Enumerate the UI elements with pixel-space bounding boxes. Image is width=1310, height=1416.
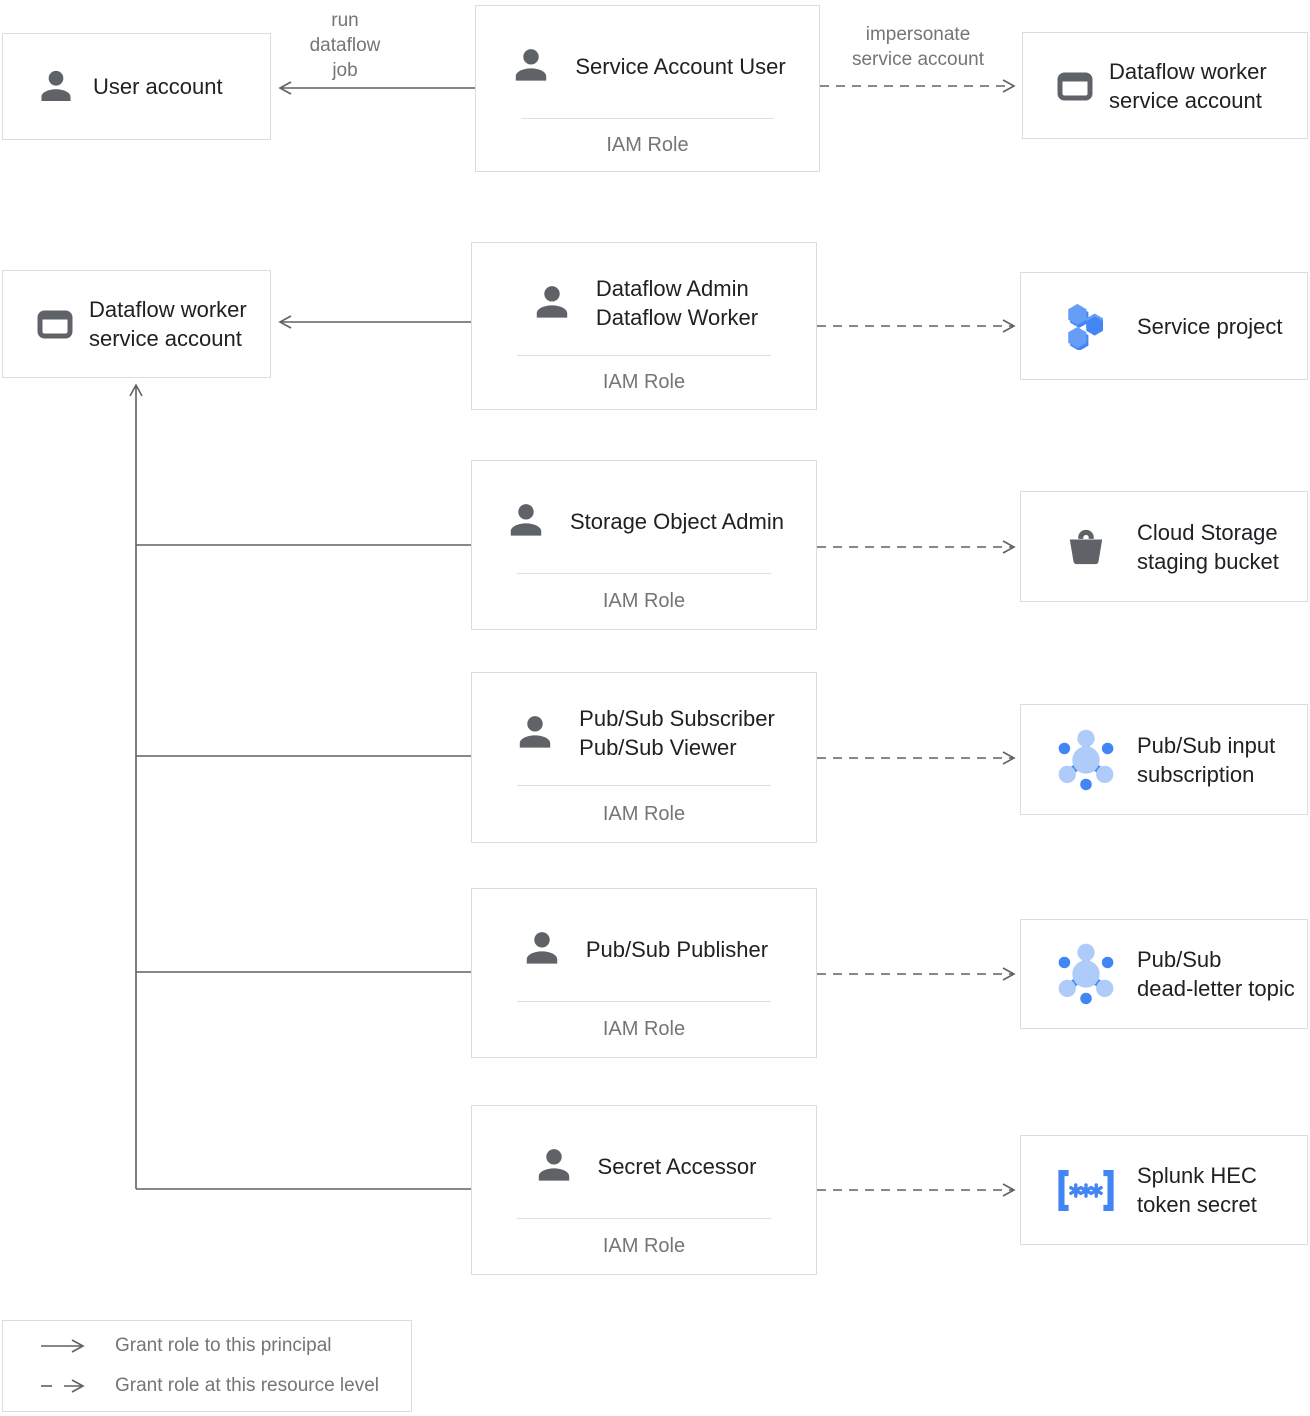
role-label: Pub/Sub Publisher: [585, 936, 769, 962]
divider: [517, 355, 771, 356]
divider: [517, 1001, 771, 1002]
pubsub-dead-letter-topic-label: Pub/Sub dead-letter topic: [1137, 947, 1295, 1001]
service-project-box: Service project: [1020, 272, 1308, 380]
iam-box-secret-accessor: Secret Accessor IAM Role: [471, 1105, 817, 1275]
staging-bucket-box: Cloud Storage staging bucket: [1020, 491, 1308, 602]
pubsub-icon: [1047, 938, 1125, 1010]
pubsub-input-subscription-label: Pub/Sub input subscription: [1137, 732, 1276, 787]
splunk-hec-token-secret-label: Splunk HEC token secret: [1137, 1163, 1257, 1217]
legend: Grant role to this principal Grant role …: [2, 1320, 412, 1412]
dataflow-worker-sa-label: Dataflow worker service account: [1109, 58, 1267, 113]
pubsub-dead-letter-topic-box: Pub/Sub dead-letter topic: [1020, 919, 1308, 1029]
project-icon: [1047, 302, 1125, 350]
user-account-box: User account: [2, 33, 271, 140]
person-icon: [530, 281, 574, 325]
person-icon: [520, 927, 564, 971]
service-project-label: Service project: [1137, 313, 1283, 339]
pubsub-icon: [1047, 724, 1125, 796]
person-icon: [532, 1144, 576, 1188]
dataflow-worker-sa-label: Dataflow worker service account: [89, 297, 247, 351]
service-account-icon: [1057, 71, 1093, 101]
legend-row-solid: Grant role to this principal: [3, 1330, 411, 1362]
divider: [517, 1218, 771, 1219]
role-label: Secret Accessor: [597, 1153, 757, 1179]
pubsub-input-subscription-box: Pub/Sub input subscription: [1020, 704, 1308, 815]
person-icon: [509, 44, 553, 88]
role-label: Pub/Sub Viewer: [579, 735, 737, 760]
role-label: Service Account User: [575, 53, 786, 79]
legend-row-dashed: Grant role at this resource level: [3, 1370, 411, 1402]
iam-box-service-account-user: Service Account User IAM Role: [475, 5, 820, 172]
legend-solid-label: Grant role to this principal: [115, 1335, 332, 1356]
person-icon: [35, 66, 77, 108]
divider: [521, 118, 774, 119]
divider: [517, 573, 771, 574]
secret-icon: [1047, 1168, 1125, 1213]
role-label: Dataflow Worker: [595, 305, 759, 330]
divider: [517, 785, 771, 786]
iam-box-storage-object-admin: Storage Object Admin IAM Role: [471, 460, 817, 630]
role-label: Pub/Sub Subscriber: [579, 706, 775, 731]
iam-role-label: IAM Role: [606, 133, 689, 156]
splunk-hec-token-secret-box: Splunk HEC token secret: [1020, 1135, 1308, 1245]
iam-box-dataflow-admin-worker: Dataflow Admin Dataflow Worker IAM Role: [471, 242, 817, 410]
role-label: Dataflow Admin: [595, 276, 749, 301]
iam-role-label: IAM Role: [602, 802, 686, 825]
person-icon: [504, 499, 548, 543]
dashed-arrow-icon: [41, 1379, 85, 1393]
iam-box-pubsub-publisher: Pub/Sub Publisher IAM Role: [471, 888, 817, 1058]
dataflow-worker-sa-box-left: Dataflow worker service account: [2, 270, 271, 378]
legend-dashed-label: Grant role at this resource level: [115, 1375, 380, 1396]
edge-label-impersonate: impersonate service account: [851, 24, 984, 70]
iam-role-label: IAM Role: [602, 590, 686, 612]
edge-label-run-dataflow-job: run dataflow job: [309, 10, 381, 81]
iam-role-label: IAM Role: [602, 371, 686, 393]
iam-role-label: IAM Role: [602, 1018, 686, 1040]
user-account-label: User account: [93, 74, 223, 99]
role-label: Storage Object Admin: [569, 508, 784, 534]
storage-bucket-icon: [1047, 527, 1125, 567]
iam-role-label: IAM Role: [602, 1235, 686, 1257]
dataflow-worker-sa-box-top: Dataflow worker service account: [1022, 32, 1308, 139]
staging-bucket-label: Cloud Storage staging bucket: [1137, 519, 1279, 574]
solid-arrow-icon: [41, 1339, 85, 1353]
person-icon: [513, 711, 557, 755]
service-account-icon: [37, 309, 73, 339]
iam-box-pubsub-subscriber-viewer: Pub/Sub Subscriber Pub/Sub Viewer IAM Ro…: [471, 672, 817, 843]
